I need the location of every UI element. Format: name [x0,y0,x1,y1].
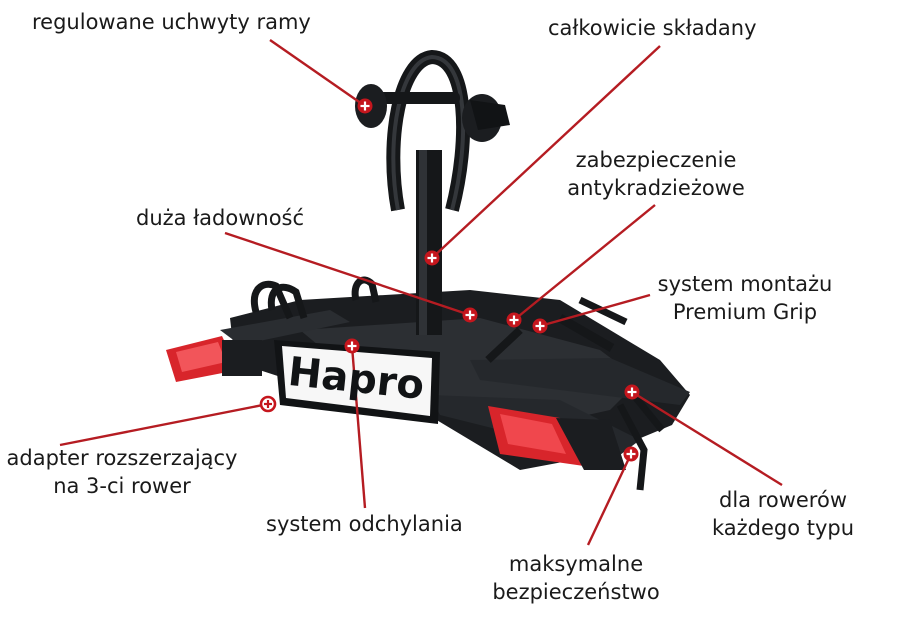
leader-tilt [350,345,367,509]
leader-foldable [431,45,661,259]
callout-extension: adapter rozszerzający na 3-ci rower [2,444,242,500]
plus-marker-icon [357,98,373,114]
leader-bike-types [631,390,783,487]
hotspot-markers [259,98,640,462]
callout-mounting: system montażu Premium Grip [650,270,840,326]
plus-marker-icon [623,446,639,462]
plus-marker-outline-icon [259,395,277,413]
callout-extension-line1: adapter rozszerzający [6,446,238,470]
callout-foldable: całkowicie składany [548,16,757,40]
callout-mounting-line2: Premium Grip [672,300,818,324]
leader-load-capacity [224,231,471,317]
plus-marker-icon [424,250,440,266]
callout-frame-holders: regulowane uchwyty ramy [32,10,311,34]
leader-frame-holders [269,39,366,107]
plus-marker-icon [532,318,548,334]
callout-mounting-line1: system montażu [657,272,833,296]
callout-anti-theft-line2: antykradzieżowe [567,176,745,200]
leader-extension [59,402,269,447]
plus-marker-icon [506,312,522,328]
plus-marker-icon [624,384,640,400]
callout-load-capacity: duża ładowność [136,206,305,230]
callout-tilt: system odchylania [266,512,463,536]
callout-bike-types-line1: dla rowerów [718,488,848,512]
callout-leaders [59,39,783,546]
leader-anti-theft [513,204,656,321]
plus-marker-icon [462,307,478,323]
bike-rack [166,49,690,491]
leader-safety [586,453,633,546]
plus-marker-icon [344,338,360,354]
callout-safety-line2: bezpieczeństwo [492,580,660,604]
callout-anti-theft: zabezpieczenie antykradzieżowe [556,146,756,202]
callout-safety: maksymalne bezpieczeństwo [476,550,676,606]
callout-anti-theft-line1: zabezpieczenie [575,148,737,172]
callout-bike-types-line2: każdego typu [711,516,855,540]
callout-safety-line1: maksymalne [508,552,644,576]
leader-mounting [539,293,651,328]
callout-extension-line2: na 3-ci rower [53,474,191,498]
callout-bike-types: dla rowerów każdego typu [698,486,868,542]
